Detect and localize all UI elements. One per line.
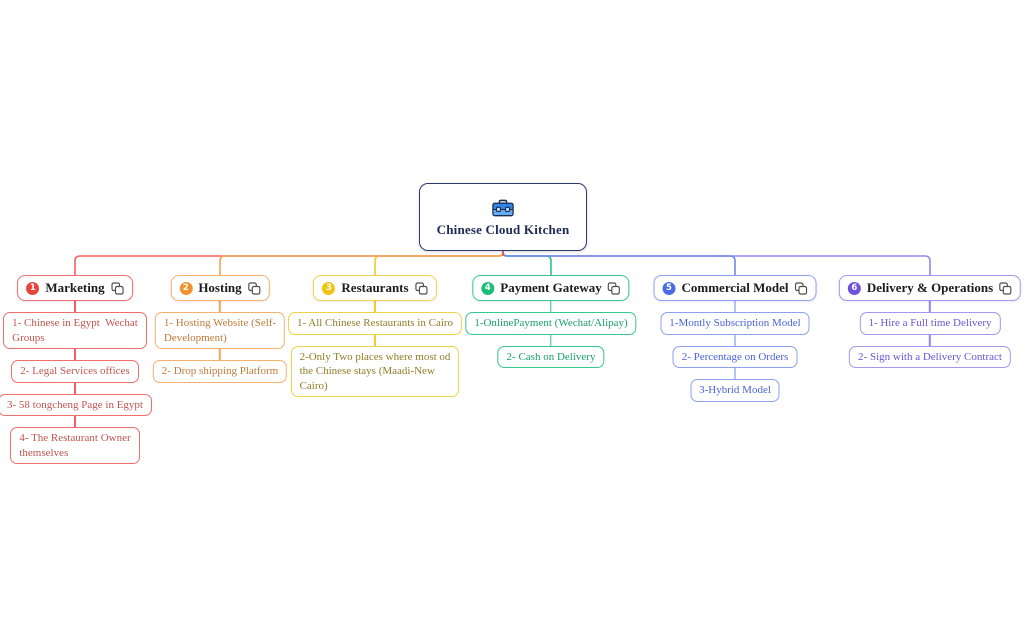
rail-payment-gateway [502,251,552,276]
copy-icon[interactable] [248,281,261,295]
child-node[interactable]: 2-Only Two places where most od the Chin… [290,345,460,398]
rail-delivery-operations [502,251,931,276]
child-node[interactable]: 1- Chinese in Egypt Wechat Groups [3,312,147,350]
branch-label: Payment Gateway [500,280,602,295]
branch-node-commercial-model[interactable]: 5 Commercial Model [653,275,817,301]
branch-number-badge: 6 [847,281,861,295]
branch-marketing: 1 Marketing 1- Chinese in Egypt Wechat Gro… [0,275,152,465]
child-node[interactable]: 2- Legal Services offices [11,360,139,383]
branch-commercial-model: 5 Commercial Model 1-Montly Subscription M… [653,275,817,402]
rail-marketing [74,251,504,276]
branch-node-restaurants[interactable]: 3 Restaurants [313,275,437,301]
branch-delivery-operations: 6 Delivery & Operations 1- Hire a Full tim… [838,275,1022,369]
branch-number-badge: 5 [662,281,676,295]
child-node[interactable]: 3-Hybrid Model [690,379,780,402]
branch-label: Marketing [45,280,105,295]
branch-node-hosting[interactable]: 2 Hosting [170,275,270,301]
branch-label: Delivery & Operations [866,280,994,295]
branch-restaurants: 3 Restaurants 1- All Chinese Restaurants i… [287,275,463,398]
rail-restaurants [374,251,504,276]
briefcase-icon [492,199,514,216]
child-node[interactable]: 1-OnlinePayment (Wechat/Alipay) [465,312,637,335]
child-node[interactable]: 1-Montly Subscription Model [660,312,810,335]
child-node[interactable]: 2- Cash on Delivery [497,345,605,369]
rail-hosting [219,251,504,276]
child-node[interactable]: 4- The Restaurant Owner themselves [10,427,140,465]
child-node[interactable]: 1- All Chinese Restaurants in Cairo [287,312,463,335]
child-node[interactable]: 1- Hire a Full time Delivery [859,312,1001,335]
branch-hosting: 2 Hosting 1- Hosting Website (Self- Develo… [152,275,288,383]
copy-icon[interactable] [794,281,808,295]
root-title: Chinese Cloud Kitchen [436,221,570,237]
branch-connector-line [374,301,376,372]
branch-label: Hosting [198,280,242,295]
branch-node-marketing[interactable]: 1 Marketing [17,275,133,301]
branch-label: Commercial Model [681,280,789,295]
copy-icon[interactable] [111,281,124,295]
copy-icon[interactable] [999,281,1012,295]
branch-number-badge: 1 [26,281,40,295]
root-node[interactable]: Chinese Cloud Kitchen [419,183,587,251]
child-node[interactable]: 2- Percentage on Orders [672,345,798,369]
child-node[interactable]: 2- Sign with a Delivery Contract [849,345,1011,369]
branch-node-payment-gateway[interactable]: 4 Payment Gateway [472,275,630,301]
branch-number-badge: 4 [481,281,495,295]
branch-node-delivery-operations[interactable]: 6 Delivery & Operations [838,275,1022,301]
child-node[interactable]: 2- Drop shipping Platform [152,360,288,383]
child-node[interactable]: 3- 58 tongcheng Page in Egypt [0,393,152,417]
copy-icon[interactable] [415,281,428,295]
branch-number-badge: 3 [322,281,336,295]
rail-commercial-model [502,251,736,276]
branch-payment-gateway: 4 Payment Gateway 1-OnlinePayment (Wechat/… [465,275,637,369]
child-node[interactable]: 1- Hosting Website (Self- Development) [154,312,286,350]
branch-label: Restaurants [341,280,409,295]
branch-number-badge: 2 [179,281,193,295]
copy-icon[interactable] [608,281,621,295]
